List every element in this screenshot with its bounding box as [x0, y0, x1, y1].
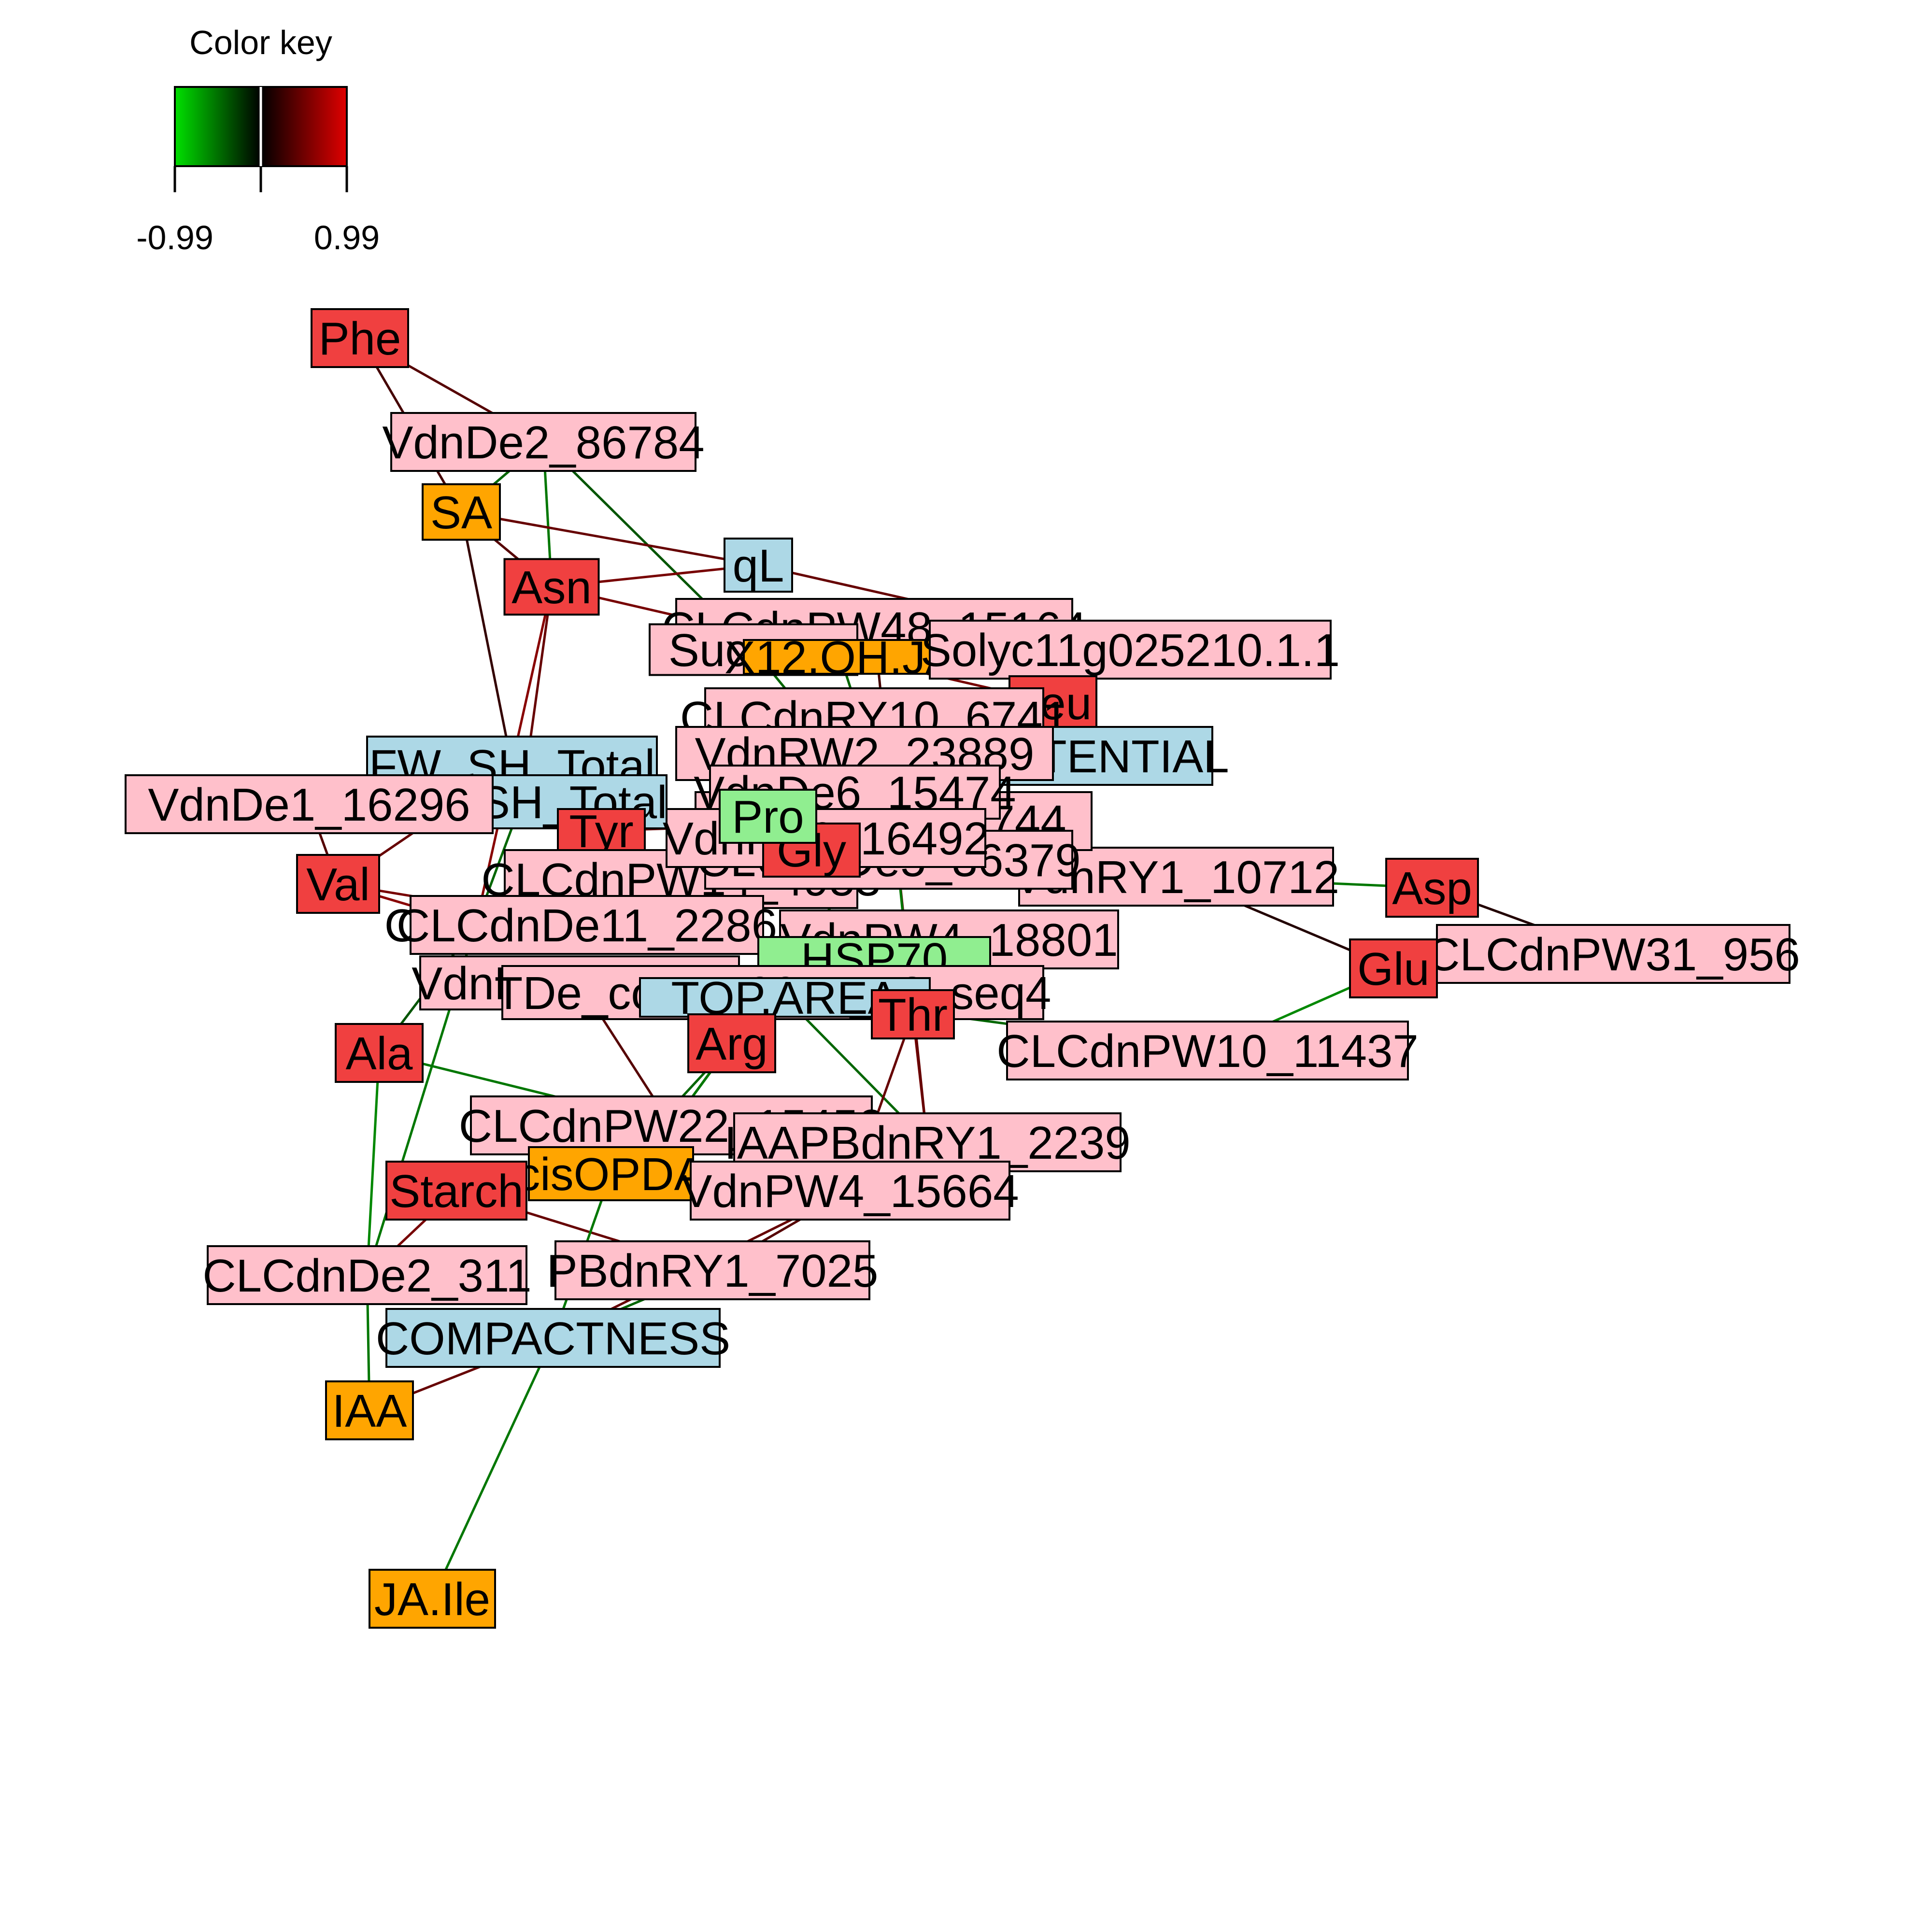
node-label: CLCdnDe11_2286	[397, 900, 777, 952]
node-label: VdnDe1_16296	[148, 779, 470, 831]
color-key-min-label: -0.99	[136, 219, 213, 256]
node-label: qL	[733, 540, 784, 592]
node-label: VdnDe2_86784	[382, 417, 704, 469]
node-label: X12.OH.JA	[724, 632, 956, 683]
node-box	[410, 895, 764, 955]
node-Tyr[interactable]: Tyr	[557, 806, 646, 857]
node-label: CLCdnDe2_311	[202, 1250, 531, 1302]
color-key-max-label: 0.99	[314, 219, 380, 256]
node-box	[929, 620, 1332, 680]
node-Glu[interactable]: Glu	[1349, 938, 1438, 998]
node-box	[1385, 858, 1479, 918]
node-box	[557, 808, 646, 853]
node-box	[724, 538, 793, 593]
color-key-gradient-high	[261, 87, 347, 166]
node-label: JA.Ile	[374, 1574, 490, 1625]
node-box	[871, 989, 955, 1039]
node-box	[687, 1013, 776, 1073]
edge-SA-qL	[461, 511, 759, 567]
node-label: VdnPW4_15664	[681, 1165, 1019, 1217]
color-key-title: Color key	[189, 24, 332, 61]
node-label: IAAPBdnRY1_2239	[724, 1117, 1131, 1169]
node-box	[422, 483, 501, 541]
node-box	[1436, 924, 1790, 984]
node-label: Glu	[1357, 943, 1429, 995]
node-label: Tyr	[569, 806, 633, 857]
node-label: Pro	[732, 791, 804, 843]
node-VdnDe1_16296[interactable]: VdnDe1_16296	[125, 774, 494, 834]
node-Asn[interactable]: Asn	[503, 558, 600, 616]
node-label: Val	[306, 859, 370, 910]
node-label: Starch	[389, 1165, 523, 1217]
node-box	[690, 1161, 1010, 1221]
node-label: SA	[430, 487, 492, 539]
node-label: CLCdnPW10_11437	[996, 1025, 1418, 1077]
node-label: CLCdnPW31_956	[1426, 929, 1800, 980]
node-CLCdnDe2_311[interactable]: CLCdnDe2_311	[202, 1245, 532, 1305]
node-Phe[interactable]: Phe	[311, 308, 409, 368]
node-box	[503, 558, 600, 616]
node-box	[325, 1380, 414, 1440]
node-label: Asp	[1392, 863, 1472, 914]
node-SA[interactable]: SA	[422, 483, 501, 541]
node-label: Ala	[346, 1028, 413, 1080]
node-label: cisOPDA	[517, 1149, 705, 1200]
node-Arg[interactable]: Arg	[687, 1013, 776, 1073]
node-box	[743, 639, 938, 675]
node-VdnDe2_86784[interactable]: VdnDe2_86784	[382, 412, 705, 472]
color-key: Color key -0.99 0.99	[136, 24, 380, 256]
node-Pro[interactable]: Pro	[719, 789, 817, 844]
node-X12.OH.JA[interactable]: X12.OH.JA	[724, 632, 956, 683]
node-VdnPW4_15664[interactable]: VdnPW4_15664	[681, 1161, 1019, 1221]
edge-SA-FW_SH_Total	[460, 511, 513, 766]
node-Solyc11g025210.1.1[interactable]: Solyc11g025210.1.1	[921, 620, 1340, 680]
node-label: Arg	[696, 1018, 767, 1070]
node-CLCdnPW10_11437[interactable]: CLCdnPW10_11437	[996, 1021, 1419, 1080]
node-CLCdnPW31_956[interactable]: CLCdnPW31_956	[1426, 924, 1800, 984]
node-box	[719, 789, 817, 844]
node-COMPACTNESS[interactable]: COMPACTNESS	[376, 1308, 730, 1368]
node-label: Thr	[878, 989, 948, 1041]
node-label: IAA	[332, 1385, 407, 1437]
node-IAA[interactable]: IAA	[325, 1380, 414, 1440]
node-Val[interactable]: Val	[296, 854, 380, 914]
node-label: PBdnRY1_7025	[547, 1245, 879, 1297]
edge-Ala-CLCdnDe2_311	[366, 1052, 381, 1276]
node-box	[207, 1245, 527, 1305]
node-JA.Ile[interactable]: JA.Ile	[369, 1569, 496, 1629]
node-box	[385, 1308, 721, 1368]
node-Starch[interactable]: Starch	[385, 1161, 527, 1221]
color-key-gradient-low	[175, 87, 261, 166]
node-box	[554, 1240, 870, 1300]
node-box	[296, 854, 380, 914]
node-box	[369, 1569, 496, 1629]
node-label: Phe	[319, 313, 401, 365]
node-label: COMPACTNESS	[376, 1313, 730, 1364]
node-label: Asn	[511, 562, 591, 613]
node-Asp[interactable]: Asp	[1385, 858, 1479, 918]
node-box	[1349, 938, 1438, 998]
node-box	[390, 412, 696, 472]
node-CLCdnDe11_2286[interactable]: CLCdnDe11_2286	[397, 895, 777, 955]
node-layer: PheVdnDe2_86784SAqLAsnCLCdnPW48_15164Suc…	[125, 308, 1800, 1629]
node-Ala[interactable]: Ala	[335, 1023, 424, 1083]
node-box	[1006, 1021, 1409, 1080]
node-box	[125, 774, 494, 834]
node-qL[interactable]: qL	[724, 538, 793, 593]
node-cisOPDA[interactable]: cisOPDA	[517, 1146, 705, 1201]
node-Thr[interactable]: Thr	[871, 989, 955, 1041]
node-PBdnRY1_7025[interactable]: PBdnRY1_7025	[547, 1240, 879, 1300]
node-label: Solyc11g025210.1.1	[921, 625, 1340, 676]
edge-COMPACTNESS-JA.Ile	[431, 1337, 554, 1600]
node-box	[311, 308, 409, 368]
node-box	[335, 1023, 424, 1083]
node-box	[385, 1161, 527, 1221]
node-Vdn_10712[interactable]: VdnRY1_10712	[1013, 847, 1339, 907]
